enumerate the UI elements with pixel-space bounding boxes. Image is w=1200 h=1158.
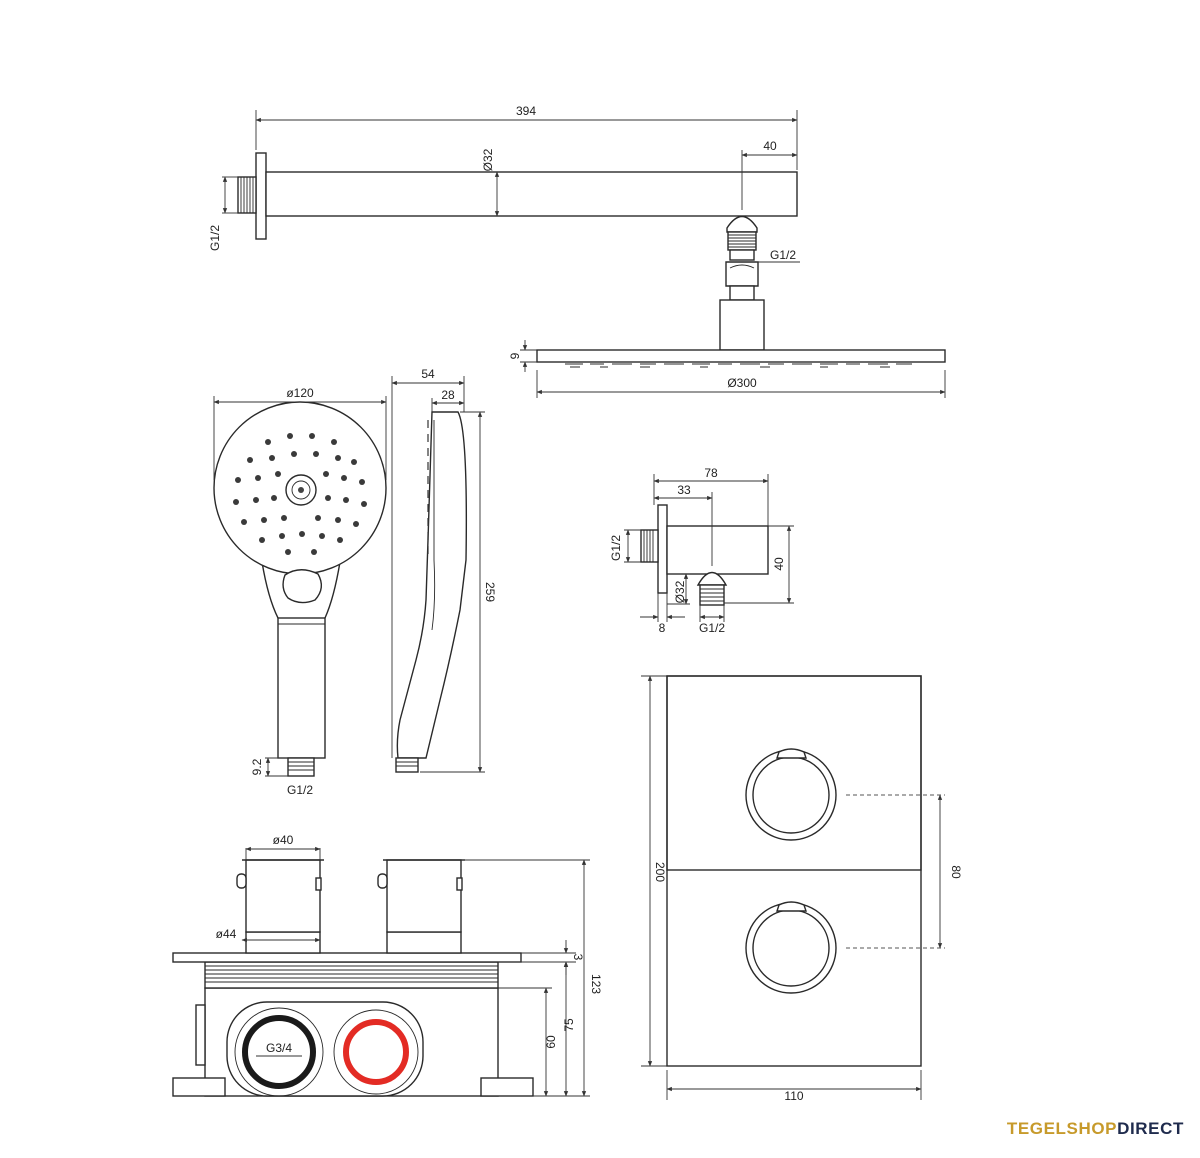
shower-head [536,349,946,363]
dim-head-thickness: 9 [508,352,522,359]
concealed-box-view: G3/4 ø40 ø44 123 3 75 60 [172,833,603,1097]
arm-tube [265,171,798,217]
hand-shower-side-body [396,411,468,759]
brand-logo-part1: TEGELSHOP [1006,1119,1118,1138]
lower-knob [745,902,837,994]
dim-elbow-outlet-thread: G1/2 [699,621,725,635]
right-cartridge-knob [386,859,462,933]
cold-inlet-ring [242,1015,316,1089]
dim-box-total-height: 123 [589,974,603,994]
left-cartridge-base [245,931,321,954]
dim-arm-length: 394 [516,104,536,118]
dim-box-plate-thickness: 3 [571,954,585,961]
hot-inlet-ring [343,1019,409,1085]
dim-arm-diameter: Ø32 [481,148,495,171]
dim-elbow-diameter: Ø32 [673,580,687,603]
hand-shower-front-view: ø120 9.2 G1/2 [213,386,387,797]
dim-elbow-flange: 8 [659,621,666,635]
dim-hand-thread-length: 9.2 [250,758,264,775]
arm-head-connector [726,215,758,233]
dim-box-inlet-thread: G3/4 [266,1041,292,1055]
head-nozzles [565,363,912,368]
brand-logo: TEGELSHOPDIRECT [1007,1119,1184,1139]
dim-arm-wall-thread: G1/2 [208,225,222,251]
inlet-recess [226,1001,424,1097]
dim-knob-spacing: 80 [949,865,963,879]
dim-elbow-height: 40 [772,557,786,571]
dim-box-height-60: 60 [544,1035,558,1049]
hand-shower-side-view: 54 28 259 [391,367,497,773]
dim-elbow-length: 78 [704,466,718,480]
arm-wall-flange [255,152,267,240]
hand-shower-thread [287,757,315,777]
dim-box-height-75: 75 [562,1018,576,1032]
dim-hand-thread: G1/2 [287,783,313,797]
elbow-wall-thread [640,529,659,563]
dim-arm-end-offset: 40 [763,139,777,153]
dim-hand-depth: 54 [421,367,435,381]
dim-arm-head-thread: G1/2 [770,248,796,262]
dim-elbow-wall-thread: G1/2 [609,535,623,561]
dim-hand-diameter: ø120 [286,386,314,400]
dim-plate-width: 110 [784,1089,803,1103]
hand-shower-nozzles [233,433,367,555]
hand-shower-handle [277,617,326,759]
dim-knob-base-diameter: ø44 [216,927,237,941]
hand-shower-body [261,561,279,619]
dim-hand-handle-depth: 28 [441,388,455,402]
elbow-flange [657,504,668,594]
brand-logo-part2: DIRECT [1117,1119,1184,1138]
arm-head-stem [719,299,765,351]
left-cartridge-knob [245,859,321,933]
upper-knob [745,749,837,841]
box-right-foot [480,1077,534,1097]
dim-knob-diameter: ø40 [273,833,294,847]
dim-plate-height: 200 [653,862,667,882]
dim-hand-length: 259 [483,582,497,602]
wall-elbow-view: 78 33 G1/2 40 Ø32 8 G1/2 [609,466,794,635]
box-mounting-plate [172,952,522,963]
box-left-foot [172,1077,226,1097]
right-cartridge-base [386,931,462,954]
elbow-body [666,525,769,575]
thermostat-plate-view: 80 200 110 [641,675,963,1103]
hand-shower-button [282,569,323,604]
elbow-outlet-thread [699,584,725,606]
shower-arm-view: 394 Ø32 40 G1/2 G1/2 9 Ø300 [208,104,946,398]
dim-elbow-offset: 33 [677,483,691,497]
dim-head-diameter: Ø300 [727,376,757,390]
